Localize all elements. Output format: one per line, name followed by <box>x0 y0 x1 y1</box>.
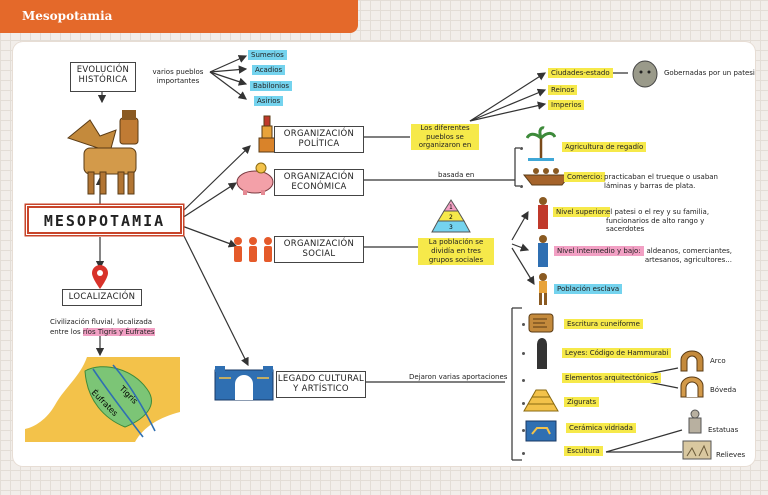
bullet <box>522 379 525 382</box>
people-icon <box>234 237 272 262</box>
pueblo-asirios: Asirios <box>254 96 284 106</box>
arch-icon <box>680 350 704 372</box>
imperios: Imperios <box>548 100 585 110</box>
localizacion-box: LOCALIZACIÓN <box>62 289 142 306</box>
esc-estatuas: Estatuas <box>708 426 739 434</box>
legado-leyes: Leyes: Código de Hammurabi <box>562 348 672 358</box>
social-box: ORGANIZACIÓN SOCIAL <box>274 236 364 263</box>
location-pin-icon <box>92 265 108 289</box>
boat-icon <box>522 168 572 186</box>
legado-escritura: Escritura cuneiforme <box>564 319 643 329</box>
bullet <box>520 185 523 188</box>
pyramid-level-3: 3 <box>449 224 453 231</box>
agricultura: Agricultura de regadío <box>562 142 647 152</box>
social-connector: La población se dividía en tres grupos s… <box>418 238 494 265</box>
ishtar-gate-icon <box>214 366 274 401</box>
economica-connector: basada en <box>438 171 475 179</box>
arq-boveda: Bóveda <box>710 386 737 394</box>
legado-arquitectura: Elementos arquitectónicos <box>562 373 662 383</box>
patesi-head-icon <box>632 60 658 88</box>
bullet <box>522 452 525 455</box>
lamassu-icon <box>66 110 139 195</box>
ciudades-estado: Ciudades-estado <box>548 68 613 78</box>
vault-icon <box>680 376 704 398</box>
pueblo-acadios: Acadios <box>252 65 286 75</box>
ziggurat-tower-icon <box>258 115 276 153</box>
bullet <box>522 323 525 326</box>
pueblo-babilonios: Babilonios <box>250 81 293 91</box>
bullet <box>522 429 525 432</box>
arq-arco: Arco <box>710 357 726 365</box>
relief-icon <box>682 440 712 460</box>
slave-figure-icon <box>539 273 547 305</box>
comercio-text: practicaban el trueque o usaban láminas … <box>604 173 718 190</box>
bullet <box>522 402 525 405</box>
palm-tree-icon <box>526 126 556 161</box>
politica-connector: Los diferentes pueblos se organizaron en <box>411 124 479 150</box>
page-title: Mesopotamia <box>22 9 113 23</box>
header-tab: Mesopotamia <box>0 0 358 33</box>
cuneiform-tablet-icon <box>528 313 554 333</box>
nivel-intermedio-label: Nivel intermedio y bajo: <box>554 246 644 256</box>
evolucion-box: EVOLUCIÓN HISTÓRICA <box>70 62 136 92</box>
pyramid-icon: 1 2 3 <box>431 199 471 233</box>
reinos: Reinos <box>548 85 578 95</box>
politica-box: ORGANIZACIÓN POLÍTICA <box>274 126 364 153</box>
pyramid-level-1: 1 <box>449 204 453 211</box>
legado-escultura: Escultura <box>564 446 603 456</box>
glazed-ceramic-icon <box>525 420 557 442</box>
patesi-note: Gobernadas por un patesi <box>664 69 755 77</box>
rios-highlight: ríos Tigris y Éufrates <box>82 328 155 336</box>
ziggurat-icon <box>523 389 559 412</box>
piggy-bank-icon <box>236 162 274 195</box>
economica-box: ORGANIZACIÓN ECONÓMICA <box>274 169 364 196</box>
legado-box: LEGADO CULTURAL Y ARTÍSTICO <box>276 371 366 398</box>
bullet <box>522 352 525 355</box>
localizacion-text-1: Civilización fluvial, localizada <box>50 318 153 326</box>
central-topic: MESOPOTAMIA <box>27 206 182 234</box>
nivel-superior-label: Nivel superior: <box>553 207 610 217</box>
pueblo-sumerios: Sumerios <box>248 50 287 60</box>
esclava-label: Población esclava <box>554 284 623 294</box>
statue-icon <box>688 409 702 434</box>
legado-connector: Dejaron varias aportaciones <box>409 373 508 381</box>
comercio-label: Comercio: <box>564 172 606 182</box>
map-illustration: Tigris Éufrates <box>25 357 180 442</box>
nivel-intermedio-text: aldeanos, comerciantes, artesanos, agric… <box>644 247 732 264</box>
pyramid-level-2: 2 <box>449 214 453 221</box>
nivel-superior-text: el patesi o el rey y su familia, funcion… <box>606 208 710 233</box>
evolucion-connector: varios pueblos importantes <box>152 68 204 85</box>
esc-relieves: Relieves <box>716 451 746 459</box>
bullet <box>520 147 523 150</box>
legado-ceramica: Cerámica vidriada <box>566 423 636 433</box>
hammurabi-stele-icon <box>537 338 547 369</box>
localizacion-text-2: entre los ríos Tigris y Éufrates <box>50 328 155 336</box>
merchant-figure-icon <box>538 235 548 267</box>
noble-figure-icon <box>538 197 548 229</box>
legado-zigurats: Zigurats <box>564 397 600 407</box>
